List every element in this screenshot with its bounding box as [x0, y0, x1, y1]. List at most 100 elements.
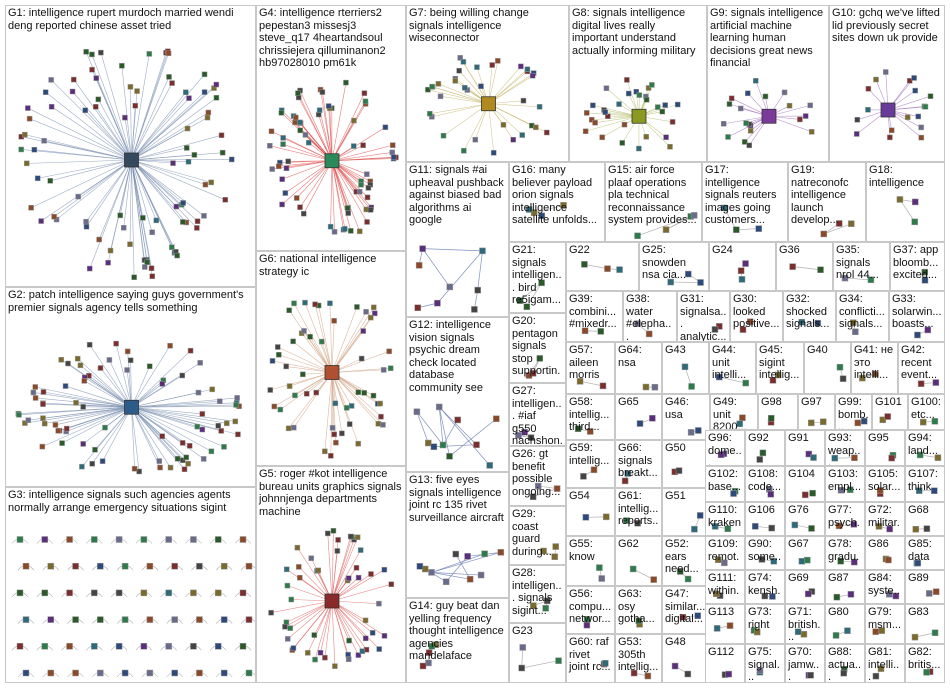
- node[interactable]: [697, 279, 704, 286]
- node[interactable]: [753, 78, 759, 84]
- node[interactable]: [555, 657, 562, 664]
- node[interactable]: [434, 299, 441, 307]
- node[interactable]: [387, 365, 394, 371]
- node[interactable]: [746, 318, 754, 325]
- node[interactable]: [758, 556, 766, 563]
- node[interactable]: [872, 672, 880, 680]
- cluster-g18[interactable]: G18: intelligence: [866, 162, 945, 242]
- cluster-g39[interactable]: G39: combini... #mixedr...: [566, 291, 623, 342]
- node[interactable]: [301, 328, 307, 334]
- node[interactable]: [41, 138, 47, 144]
- node[interactable]: [159, 381, 165, 387]
- cluster-g55[interactable]: G55: know: [566, 536, 615, 586]
- node[interactable]: [486, 462, 493, 469]
- node[interactable]: [584, 110, 590, 116]
- node[interactable]: [542, 605, 549, 612]
- node[interactable]: [808, 129, 815, 135]
- node[interactable]: [519, 644, 526, 651]
- node[interactable]: [362, 635, 369, 642]
- node[interactable]: [931, 629, 939, 637]
- node[interactable]: [457, 55, 463, 61]
- node[interactable]: [791, 521, 799, 529]
- node[interactable]: [580, 473, 587, 480]
- node[interactable]: [124, 348, 131, 355]
- node[interactable]: [196, 616, 203, 623]
- hub-node[interactable]: [124, 399, 139, 415]
- node[interactable]: [115, 643, 123, 650]
- cluster-g16[interactable]: G16: many believer payload orion signals…: [509, 162, 605, 242]
- node[interactable]: [362, 98, 369, 105]
- node[interactable]: [180, 200, 186, 206]
- node[interactable]: [73, 400, 79, 406]
- node[interactable]: [121, 616, 129, 623]
- node[interactable]: [115, 536, 123, 543]
- node[interactable]: [146, 616, 154, 623]
- node[interactable]: [851, 558, 858, 566]
- node[interactable]: [312, 656, 318, 663]
- node[interactable]: [446, 453, 453, 460]
- node[interactable]: [738, 276, 746, 283]
- node[interactable]: [22, 669, 30, 677]
- node[interactable]: [840, 669, 847, 677]
- hub-node[interactable]: [880, 102, 896, 118]
- node[interactable]: [62, 383, 69, 389]
- node[interactable]: [131, 465, 138, 472]
- node[interactable]: [430, 443, 438, 450]
- cluster-g22[interactable]: G22: [566, 242, 639, 291]
- node[interactable]: [290, 645, 297, 651]
- node[interactable]: [544, 129, 550, 136]
- node[interactable]: [859, 374, 866, 382]
- node[interactable]: [47, 616, 55, 623]
- cluster-g86[interactable]: G86: [865, 536, 905, 570]
- node[interactable]: [283, 165, 290, 171]
- node[interactable]: [636, 420, 644, 427]
- node[interactable]: [917, 380, 925, 387]
- node[interactable]: [302, 299, 308, 306]
- cluster-g21[interactable]: G21: signals intelligen... bird re5igam.…: [509, 242, 566, 313]
- node[interactable]: [303, 391, 310, 397]
- node[interactable]: [22, 562, 30, 570]
- node[interactable]: [140, 589, 148, 597]
- cluster-g58[interactable]: G58: intellig... third...: [566, 394, 615, 440]
- node[interactable]: [174, 455, 181, 462]
- node[interactable]: [536, 104, 543, 110]
- node[interactable]: [55, 428, 61, 434]
- cluster-g60[interactable]: G60: raf rivet joint rc...: [566, 634, 615, 683]
- node[interactable]: [66, 589, 73, 597]
- node[interactable]: [510, 136, 516, 143]
- node[interactable]: [839, 375, 847, 382]
- node[interactable]: [624, 77, 630, 83]
- node[interactable]: [743, 120, 749, 126]
- node[interactable]: [282, 190, 289, 196]
- node[interactable]: [325, 530, 331, 537]
- node[interactable]: [621, 121, 628, 128]
- node[interactable]: [354, 534, 361, 541]
- cluster-g44[interactable]: G44: unit intelli...: [709, 342, 756, 394]
- node[interactable]: [269, 358, 276, 364]
- node[interactable]: [388, 581, 395, 587]
- node[interactable]: [473, 441, 480, 448]
- node[interactable]: [915, 113, 921, 120]
- node[interactable]: [525, 372, 533, 379]
- node[interactable]: [739, 414, 746, 421]
- node[interactable]: [474, 64, 480, 70]
- cluster-g24[interactable]: G24: [709, 242, 776, 291]
- node[interactable]: [26, 115, 33, 122]
- node[interactable]: [293, 114, 299, 121]
- node[interactable]: [280, 141, 286, 147]
- node[interactable]: [296, 564, 302, 570]
- cluster-g94[interactable]: G94: land...: [905, 430, 945, 466]
- node[interactable]: [285, 425, 292, 432]
- node[interactable]: [367, 207, 374, 213]
- node[interactable]: [598, 575, 605, 582]
- node[interactable]: [239, 536, 247, 543]
- node[interactable]: [854, 117, 861, 123]
- node[interactable]: [47, 562, 55, 570]
- cluster-g70[interactable]: G70: jamw...: [785, 644, 825, 683]
- node[interactable]: [71, 76, 77, 83]
- node[interactable]: [462, 85, 468, 91]
- cluster-g84[interactable]: G84: syste...: [865, 570, 905, 604]
- node[interactable]: [165, 643, 172, 650]
- cluster-g110[interactable]: G110: kraken: [705, 502, 745, 536]
- node[interactable]: [58, 357, 64, 363]
